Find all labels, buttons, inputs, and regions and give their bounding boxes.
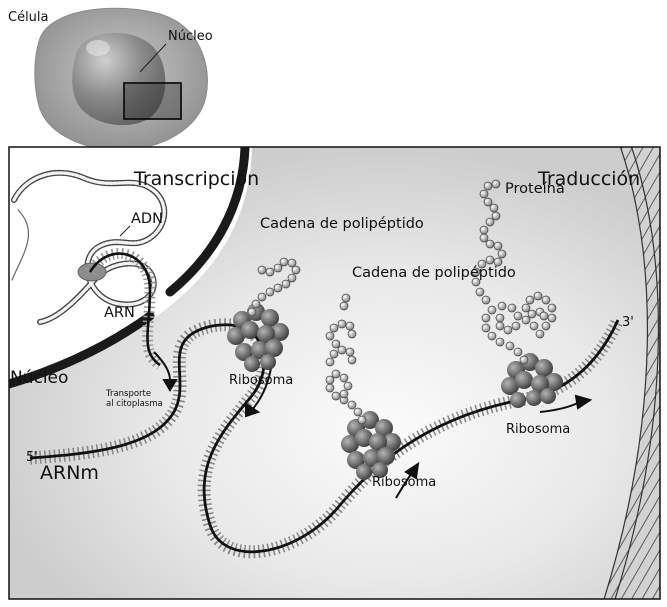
nucleus-label: Núcleo — [10, 370, 68, 387]
protein-label: Proteína — [505, 182, 565, 197]
mrna-label: ARNm — [40, 464, 99, 483]
three-prime-label: 3' — [622, 316, 634, 329]
ribosome-label-3: Ribosoma — [506, 423, 570, 436]
transport-label: Transporte al citoplasma — [106, 390, 163, 410]
polypeptide-chain-label-1: Cadena de polipéptido — [260, 217, 424, 232]
ribosome-label-1: Ribosoma — [229, 374, 293, 387]
transcription-label: Transcripción — [134, 170, 259, 189]
rna-label: ARN — [104, 306, 135, 321]
ribosome-label-2: Ribosoma — [372, 476, 436, 489]
nucleus-top-label: Núcleo — [168, 30, 213, 43]
five-prime-label: 5' — [26, 451, 38, 464]
dna-label: ADN — [131, 212, 163, 227]
polypeptide-chain-label-2: Cadena de polipéptido — [352, 266, 516, 281]
cell-label: Célula — [8, 11, 49, 24]
